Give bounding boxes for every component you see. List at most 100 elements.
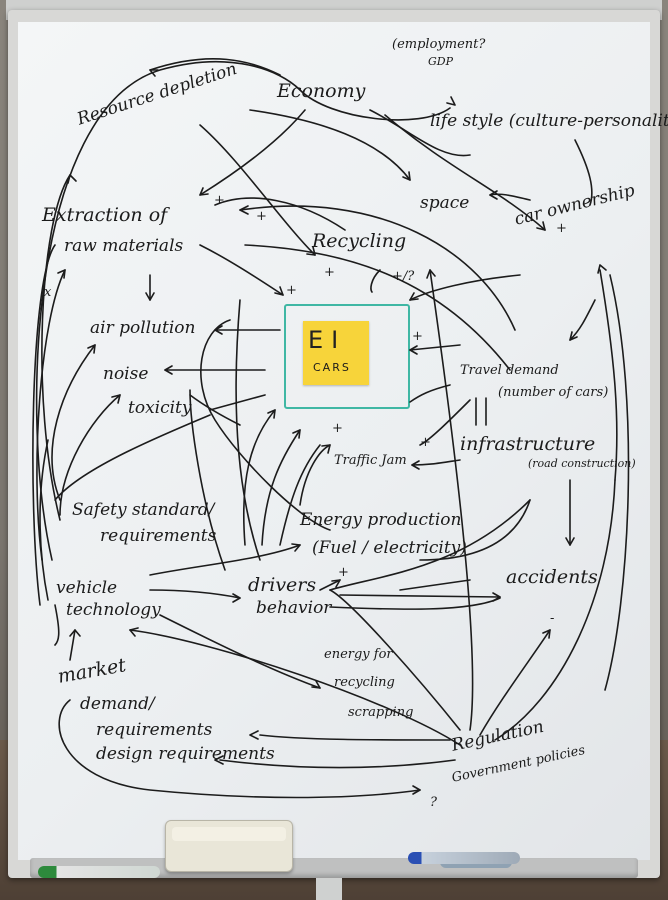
- node-drivers-line2: behavior: [256, 598, 332, 618]
- arrow: [329, 589, 461, 731]
- node-market-line4: design requirements: [96, 744, 275, 764]
- arrow: [199, 124, 316, 256]
- arrow: [35, 60, 301, 561]
- ei-box-outline: [284, 304, 410, 409]
- arrow: [479, 629, 551, 736]
- arrow: [39, 439, 49, 601]
- arrow-head: [536, 221, 546, 231]
- arrow-head: [409, 292, 419, 301]
- arrow: [41, 174, 71, 521]
- arrow: [149, 589, 241, 599]
- arrow: [599, 269, 618, 481]
- arrow: [261, 429, 301, 546]
- arrow: [69, 629, 76, 661]
- sign-plus: +: [256, 209, 267, 224]
- arrow-head: [129, 627, 139, 637]
- arrow: [199, 109, 306, 196]
- arrow-head: [145, 292, 155, 301]
- arrow: [200, 319, 331, 531]
- arrow: [249, 109, 411, 181]
- sign-plus: +: [556, 221, 567, 236]
- arrow-head: [565, 537, 575, 546]
- arrow-head: [214, 755, 224, 765]
- arrow: [475, 397, 487, 426]
- sign-plus: +: [412, 329, 423, 344]
- arrow-head: [311, 680, 321, 689]
- arrow-head: [402, 171, 411, 181]
- arrow: [409, 344, 461, 351]
- node-toxicity: toxicity: [128, 398, 192, 418]
- arrow: [279, 444, 321, 546]
- arrow: [494, 479, 616, 741]
- node-extraction-line1: Extraction of: [42, 204, 168, 226]
- arrow: [51, 344, 96, 501]
- arrow-head: [267, 409, 276, 419]
- arrow: [339, 594, 501, 598]
- arrow-head: [446, 96, 456, 106]
- arrow: [54, 414, 211, 501]
- arrow: [159, 614, 321, 689]
- node-gdp: GDP: [428, 55, 454, 68]
- arrow: [242, 409, 276, 546]
- sign-plus: +: [420, 435, 431, 450]
- arrow: [419, 499, 531, 561]
- node-extraction-line2: raw materials: [64, 236, 184, 256]
- arrow: [54, 604, 60, 646]
- node-energy-production-line2: (Fuel / electricity): [312, 538, 467, 558]
- arrow: [259, 734, 451, 741]
- arrow-head: [149, 69, 159, 77]
- arrow: [574, 139, 593, 206]
- sign-plus-question: +/?: [392, 269, 415, 284]
- node-travel-demand-line2: (number of cars): [498, 385, 609, 400]
- node-energy-recycling-line3: scrapping: [348, 705, 414, 720]
- arrow: [189, 389, 226, 571]
- sign-minus: -: [550, 611, 555, 626]
- arrow: [409, 384, 451, 403]
- arrow-head: [87, 344, 96, 354]
- arrow: [489, 193, 531, 201]
- node-energy-recycling-line2: recycling: [334, 675, 395, 690]
- node-drivers-line1: drivers: [248, 574, 317, 596]
- arrow: [199, 244, 284, 296]
- node-safety-line1: Safety standard/: [72, 500, 215, 520]
- arrow: [569, 299, 596, 341]
- node-economy: Economy: [277, 80, 366, 102]
- arrow: [149, 58, 281, 76]
- node-traffic-jam: Traffic Jam: [334, 453, 407, 468]
- arrow: [149, 544, 301, 576]
- node-market-line2: demand/: [80, 694, 155, 714]
- ei-label: EI: [308, 326, 347, 354]
- arrow: [319, 579, 341, 591]
- arrow-head: [409, 345, 418, 355]
- node-accidents: accidents: [506, 566, 598, 588]
- arrow: [235, 299, 261, 561]
- arrow-head: [199, 187, 209, 196]
- arrow-head: [542, 629, 551, 639]
- node-infrastructure-line2: (road construction): [528, 457, 636, 470]
- node-recycling: Recycling: [312, 230, 407, 252]
- arrow: [329, 499, 531, 591]
- arrow-head: [249, 730, 259, 740]
- sticky-note: [303, 321, 369, 385]
- arrow-head: [232, 593, 241, 603]
- green-marker: [38, 866, 160, 878]
- sign-x: x: [44, 285, 52, 300]
- node-safety-line2: requirements: [100, 526, 217, 546]
- arrow: [384, 114, 546, 231]
- sign-plus: +: [286, 283, 297, 298]
- arrow: [299, 89, 451, 121]
- arrow-head: [111, 394, 121, 404]
- cars-label: CARS: [313, 361, 351, 374]
- easel-stand: [316, 878, 342, 900]
- arrow: [129, 629, 461, 746]
- sign-plus: +: [338, 565, 349, 580]
- arrow-head: [69, 629, 81, 637]
- arrow: [370, 269, 381, 293]
- arrow: [219, 759, 456, 769]
- node-market-line3: requirements: [96, 720, 213, 740]
- arrow-head: [597, 264, 607, 274]
- arrow: [58, 699, 421, 799]
- arrow: [209, 394, 266, 411]
